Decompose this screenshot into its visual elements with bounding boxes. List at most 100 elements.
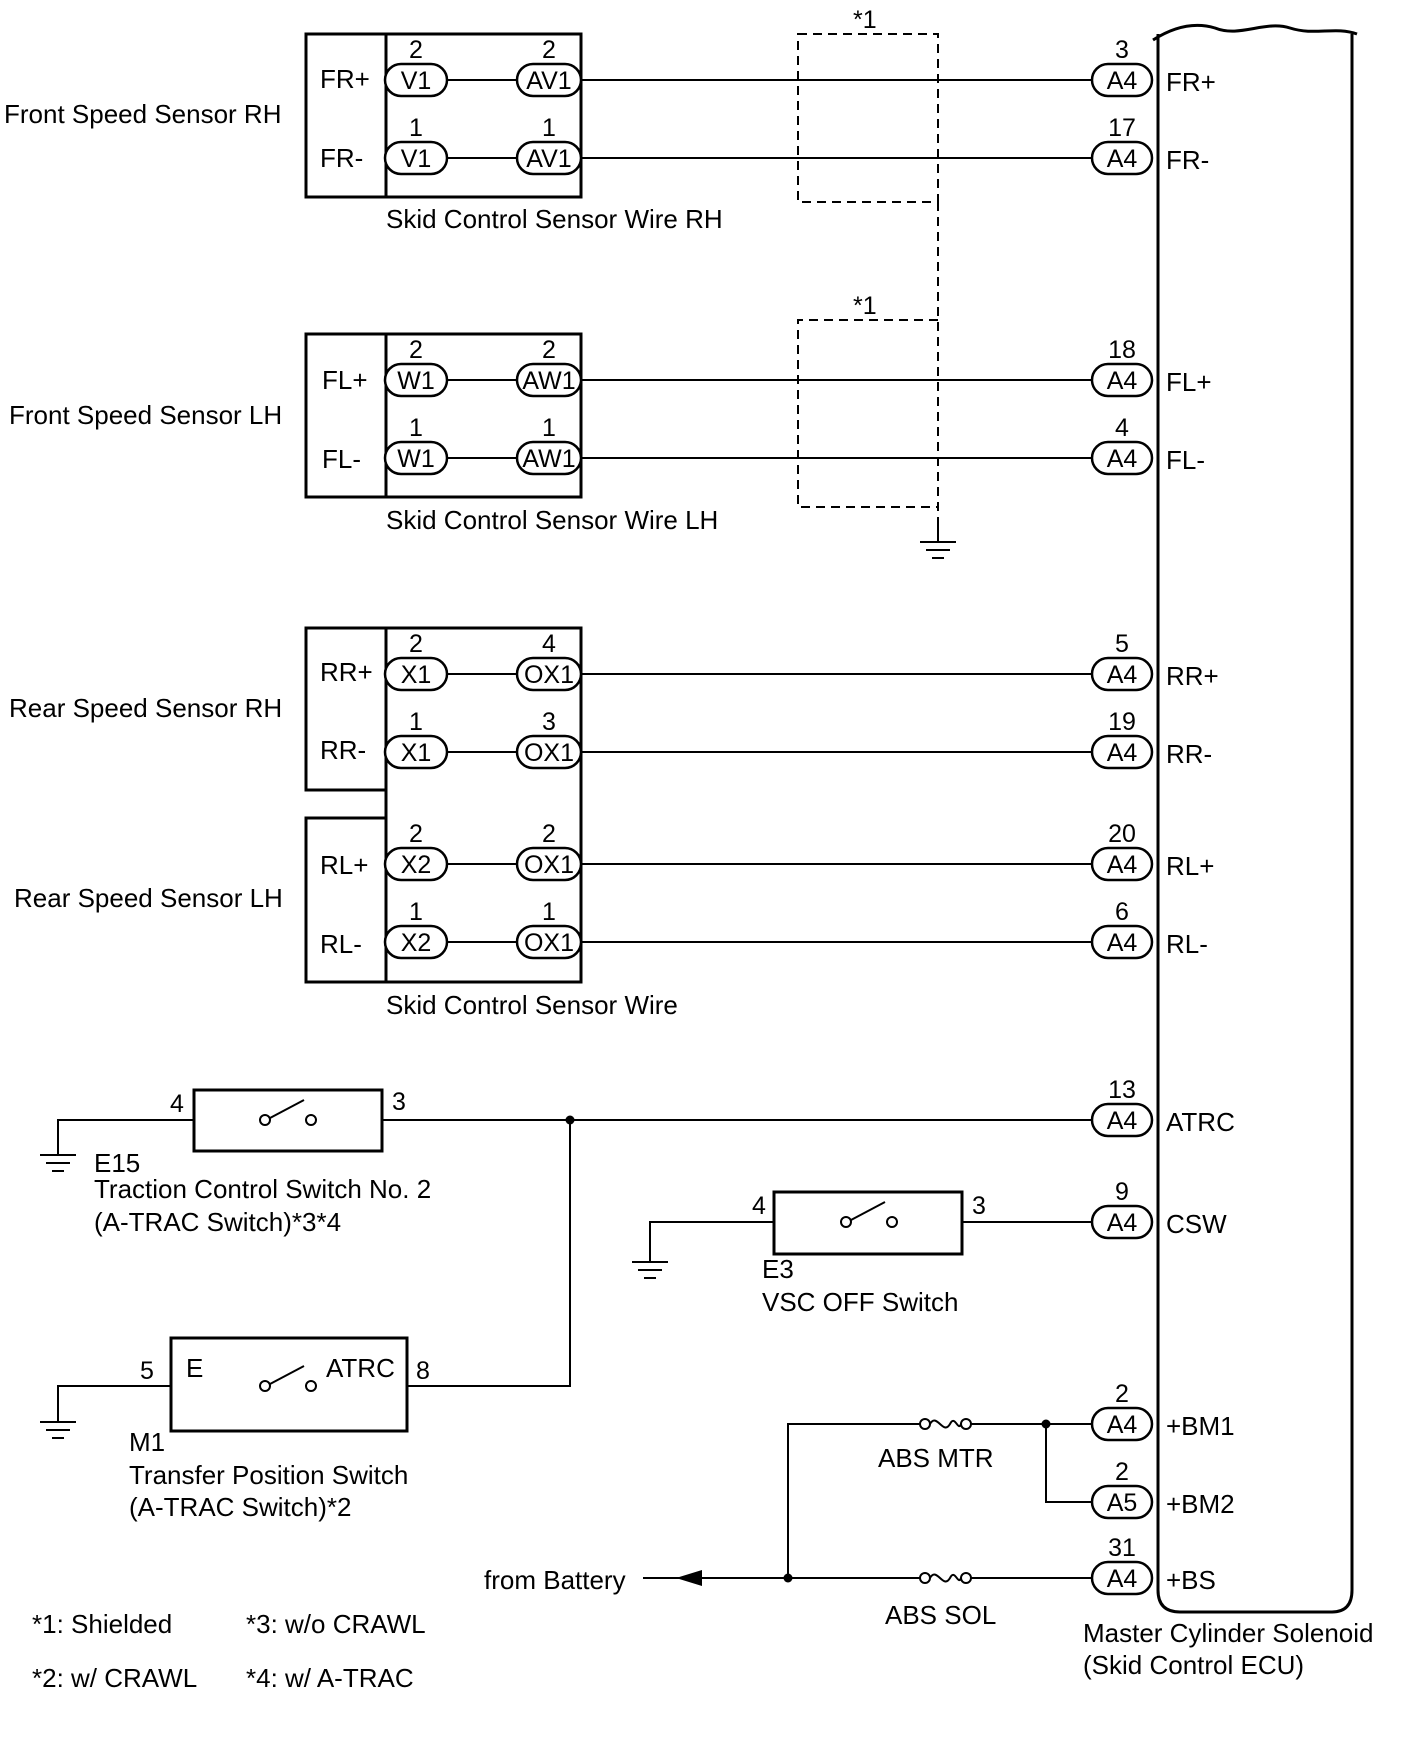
vsc-switch-box xyxy=(772,1190,964,1256)
ecu-rl-neg-connector: A4 xyxy=(1090,924,1154,960)
ecu-bs-connector: A4 xyxy=(1090,1560,1154,1596)
rl-pos-wire-connector-label: OX1 xyxy=(524,851,574,879)
fl-neg-sensor-connector-outline xyxy=(383,440,449,476)
front-lh-group: Front Speed Sensor LH FL+ FL- Skid Contr… xyxy=(9,202,956,559)
rl-pos-sensor-connector-outline xyxy=(383,846,449,882)
ecu-fl-pos-connector-outline xyxy=(1090,362,1154,398)
transfer-pin-in: 5 xyxy=(140,1357,154,1385)
fr-pos-sensor-pin: 2 xyxy=(409,36,423,64)
ecu-fr-pos-signal-label: FR+ xyxy=(1166,67,1216,97)
ecu-bs-signal-label: +BS xyxy=(1166,1565,1216,1595)
rl-neg-wire-connector: OX1 xyxy=(515,924,583,960)
ecu-pins: A43FR+A417FR-A418FL+A44FL-A45RR+A419RR-A… xyxy=(1090,36,1235,1596)
transfer-switch-group: 5 8 E ATRC M1 Transfer Position Switch (… xyxy=(40,1336,430,1522)
footnote-1: *1: Shielded xyxy=(32,1609,172,1639)
fuse-sol-icon xyxy=(919,1572,972,1584)
rr-neg-wire-pin: 3 xyxy=(542,708,556,736)
traction-switch-box xyxy=(192,1088,384,1153)
vsc-switch-contact-icon xyxy=(840,1201,898,1228)
ecu-fr-neg-signal-label: FR- xyxy=(1166,145,1209,175)
vsc-switch-group: 4 3 E3 VSC OFF Switch xyxy=(632,1190,1092,1317)
rr-neg-sensor-connector-label: X1 xyxy=(401,739,432,767)
front-lh-sensor-name: Front Speed Sensor LH xyxy=(9,400,282,430)
fl-neg-wire-pin: 1 xyxy=(542,414,556,442)
ecu-bm1-signal-label: +BM1 xyxy=(1166,1411,1235,1441)
rl-pos-sensor-pin: 2 xyxy=(409,820,423,848)
fl-pos-wire-connector-outline xyxy=(515,362,583,398)
front-rh-sensor-name: Front Speed Sensor RH xyxy=(4,99,281,129)
ecu-fr-pos-pin: 3 xyxy=(1115,36,1129,64)
rear-rh-pos-label: RR+ xyxy=(320,657,373,687)
rr-pos-wire-connector-outline xyxy=(515,656,583,692)
ecu-sub: (Skid Control ECU) xyxy=(1083,1650,1304,1680)
fr-pos-wire-connector-outline xyxy=(515,62,583,98)
rr-neg-wire-connector-outline xyxy=(515,734,583,770)
ecu-bm1-pin: 2 xyxy=(1115,1380,1129,1408)
rear-rh-neg-label: RR- xyxy=(320,735,366,765)
traction-switch-contact-icon xyxy=(259,1099,317,1126)
fl-neg-wire-connector-outline xyxy=(515,440,583,476)
ecu-bm2-pin: 2 xyxy=(1115,1458,1129,1486)
fr-neg-wire-connector: AV1 xyxy=(515,140,583,176)
fl-pos-sensor-connector: W1 xyxy=(383,362,449,398)
ecu-rr-neg-connector-label: A4 xyxy=(1107,739,1138,767)
ecu-fr-pos-connector-label: A4 xyxy=(1107,67,1138,95)
fr-neg-wire-connector-label: AV1 xyxy=(526,145,571,173)
rr-neg-wire-connector: OX1 xyxy=(515,734,583,770)
ecu-atrc-connector: A4 xyxy=(1090,1102,1154,1138)
dashed-shield-rh xyxy=(797,33,939,203)
transfer-name: Transfer Position Switch xyxy=(129,1460,408,1490)
ecu-fl-pos-signal-label: FL+ xyxy=(1166,367,1212,397)
ecu-rr-pos-signal-label: RR+ xyxy=(1166,661,1219,691)
ecu-csw-connector-label: A4 xyxy=(1107,1209,1138,1237)
traction-note: (A-TRAC Switch)*3*4 xyxy=(94,1207,341,1237)
transfer-note: (A-TRAC Switch)*2 xyxy=(129,1492,351,1522)
rr-pos-sensor-connector-label: X1 xyxy=(401,661,432,689)
front-rh-neg-label: FR- xyxy=(320,143,363,173)
traction-switch-group: 4 3 E15 Traction Control Switch No. 2 (A… xyxy=(40,1088,1092,1387)
ecu-rr-neg-signal-label: RR- xyxy=(1166,739,1212,769)
ecu-rr-pos-pin: 5 xyxy=(1115,630,1129,658)
rl-pos-sensor-connector-label: X2 xyxy=(401,851,432,879)
ecu-rl-neg-connector-outline xyxy=(1090,924,1154,960)
ecu-fl-neg-connector-outline xyxy=(1090,440,1154,476)
fl-neg-sensor-connector: W1 xyxy=(383,440,449,476)
rr-pos-sensor-connector-outline xyxy=(383,656,449,692)
ecu-csw-signal-label: CSW xyxy=(1166,1209,1227,1239)
ecu-fr-neg-connector-label: A4 xyxy=(1107,145,1138,173)
ecu-fr-pos-connector: A4 xyxy=(1090,62,1154,98)
fl-pos-wire-connector-label: AW1 xyxy=(522,367,575,395)
fr-pos-wire-connector-label: AV1 xyxy=(526,67,571,95)
fl-pos-sensor-pin: 2 xyxy=(409,336,423,364)
wire-rear-box xyxy=(384,626,583,984)
fuse-mtr-icon xyxy=(919,1418,972,1430)
rear-rh-sensor-box xyxy=(304,626,388,792)
battery-label: from Battery xyxy=(484,1565,626,1595)
fr-neg-wire-connector-outline xyxy=(515,140,583,176)
traction-pin-in: 4 xyxy=(170,1090,184,1118)
fr-pos-sensor-connector-outline xyxy=(383,62,449,98)
transfer-switch-contact-icon xyxy=(259,1365,317,1392)
rear-rh-sensor-name: Rear Speed Sensor RH xyxy=(9,693,282,723)
ecu-bm1-connector: A4 xyxy=(1090,1406,1154,1442)
fuse-mtr-label: ABS MTR xyxy=(878,1443,994,1473)
ecu-fl-neg-connector: A4 xyxy=(1090,440,1154,476)
power-group: ABS MTR ABS SOL from Battery xyxy=(484,1418,1092,1630)
fr-pos-wire-connector: AV1 xyxy=(515,62,583,98)
footnote-3: *3: w/o CRAWL xyxy=(246,1609,426,1639)
traction-pin-out: 3 xyxy=(392,1088,406,1116)
ecu-rr-pos-connector-outline xyxy=(1090,656,1154,692)
fl-neg-sensor-pin: 1 xyxy=(409,414,423,442)
traction-ground-icon xyxy=(40,1154,76,1172)
footnote-4: *4: w/ A-TRAC xyxy=(246,1663,414,1693)
footnote-2: *2: w/ CRAWL xyxy=(32,1663,197,1693)
rl-neg-sensor-pin: 1 xyxy=(409,898,423,926)
rl-pos-wire-pin: 2 xyxy=(542,820,556,848)
fl-neg-sensor-connector-label: W1 xyxy=(397,445,435,473)
fl-pos-sensor-connector-outline xyxy=(383,362,449,398)
fr-neg-sensor-connector-outline xyxy=(383,140,449,176)
rear-lh-pos-label: RL+ xyxy=(320,850,368,880)
ecu-fl-pos-pin: 18 xyxy=(1108,336,1136,364)
rr-neg-sensor-pin: 1 xyxy=(409,708,423,736)
